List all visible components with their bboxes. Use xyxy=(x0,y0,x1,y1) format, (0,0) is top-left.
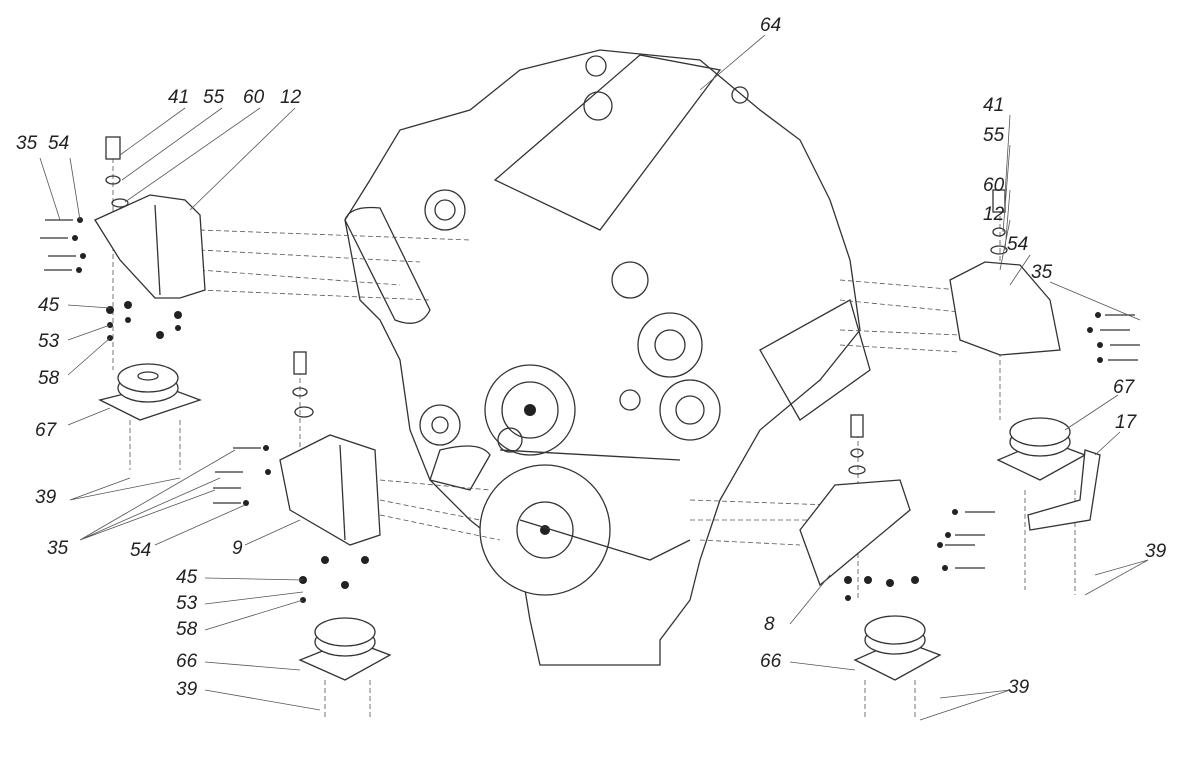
callout-67: 67 xyxy=(35,420,57,441)
callout-17: 17 xyxy=(1115,412,1137,433)
callout-39: 39 xyxy=(1008,677,1030,698)
left-lower-bracket xyxy=(213,351,381,546)
callout-54: 54 xyxy=(48,133,70,154)
callout-53: 53 xyxy=(176,593,198,614)
callout-60: 60 xyxy=(243,87,265,108)
callout-58: 58 xyxy=(38,368,60,389)
callout-41: 41 xyxy=(168,87,190,108)
callout-54: 54 xyxy=(1007,234,1029,255)
right-lower-bracket xyxy=(799,414,995,587)
callout-45: 45 xyxy=(38,295,60,316)
callout-55: 55 xyxy=(983,125,1005,146)
callout-35: 35 xyxy=(16,133,38,154)
engine-illustration xyxy=(344,49,871,666)
left-lower-mount xyxy=(298,556,392,681)
leader-lines xyxy=(39,34,1149,721)
callout-8: 8 xyxy=(764,614,775,635)
callout-35: 35 xyxy=(1031,262,1053,283)
assembly-guide-lines xyxy=(112,150,1076,720)
callout-60: 60 xyxy=(983,175,1005,196)
right-upper-bracket xyxy=(949,189,1140,363)
callout-39: 39 xyxy=(35,487,57,508)
callout-39: 39 xyxy=(1145,541,1167,562)
callout-55: 55 xyxy=(203,87,225,108)
callout-67: 67 xyxy=(1113,377,1135,398)
callout-53: 53 xyxy=(38,331,60,352)
callout-66: 66 xyxy=(760,651,782,672)
left-upper-mount xyxy=(98,301,202,421)
callout-58: 58 xyxy=(176,619,198,640)
callout-39: 39 xyxy=(176,679,198,700)
right-upper-mount xyxy=(996,417,1101,531)
callout-35: 35 xyxy=(47,538,69,559)
right-lower-mount xyxy=(844,576,942,681)
left-upper-bracket xyxy=(40,136,206,299)
callout-12: 12 xyxy=(983,204,1005,225)
callout-66: 66 xyxy=(176,651,198,672)
callout-64: 64 xyxy=(760,15,782,36)
callout-41: 41 xyxy=(983,95,1005,116)
callout-9: 9 xyxy=(232,538,243,559)
callout-45: 45 xyxy=(176,567,198,588)
callout-12: 12 xyxy=(280,87,302,108)
callout-54: 54 xyxy=(130,540,152,561)
